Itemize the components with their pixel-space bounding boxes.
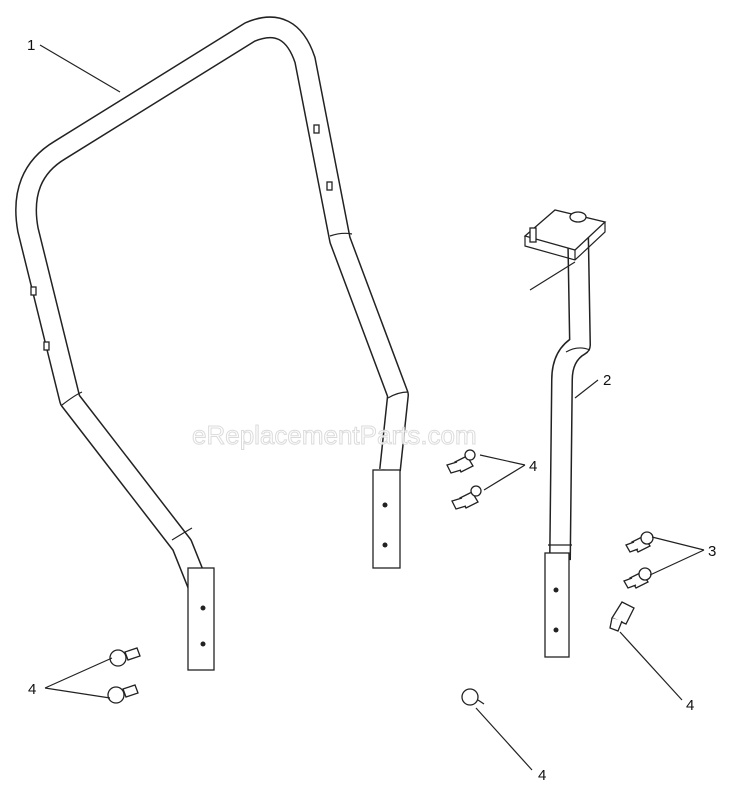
- callout-4: 4: [529, 458, 537, 475]
- callout-1: 1: [27, 37, 35, 54]
- bolt-icon: [625, 531, 654, 553]
- bolt-icon: [451, 485, 482, 510]
- bolt-icon: [109, 647, 141, 667]
- bolt-icon: [609, 601, 635, 632]
- watermark: eReplacementParts.com: [192, 420, 477, 450]
- leader-lines: [39, 44, 705, 771]
- bolt-icon: [107, 684, 139, 704]
- callout-4: 4: [538, 767, 546, 784]
- bolt-icon: [461, 688, 485, 706]
- callout-2: 2: [603, 372, 611, 389]
- roll-bar-hoop: [15, 16, 409, 671]
- bolts: [107, 449, 654, 706]
- callout-4: 4: [686, 697, 694, 714]
- bolt-icon: [623, 567, 652, 589]
- callout-3: 3: [708, 543, 716, 560]
- bolt-icon: [446, 449, 476, 474]
- callout-4: 4: [28, 681, 36, 698]
- support-bar: [523, 209, 607, 658]
